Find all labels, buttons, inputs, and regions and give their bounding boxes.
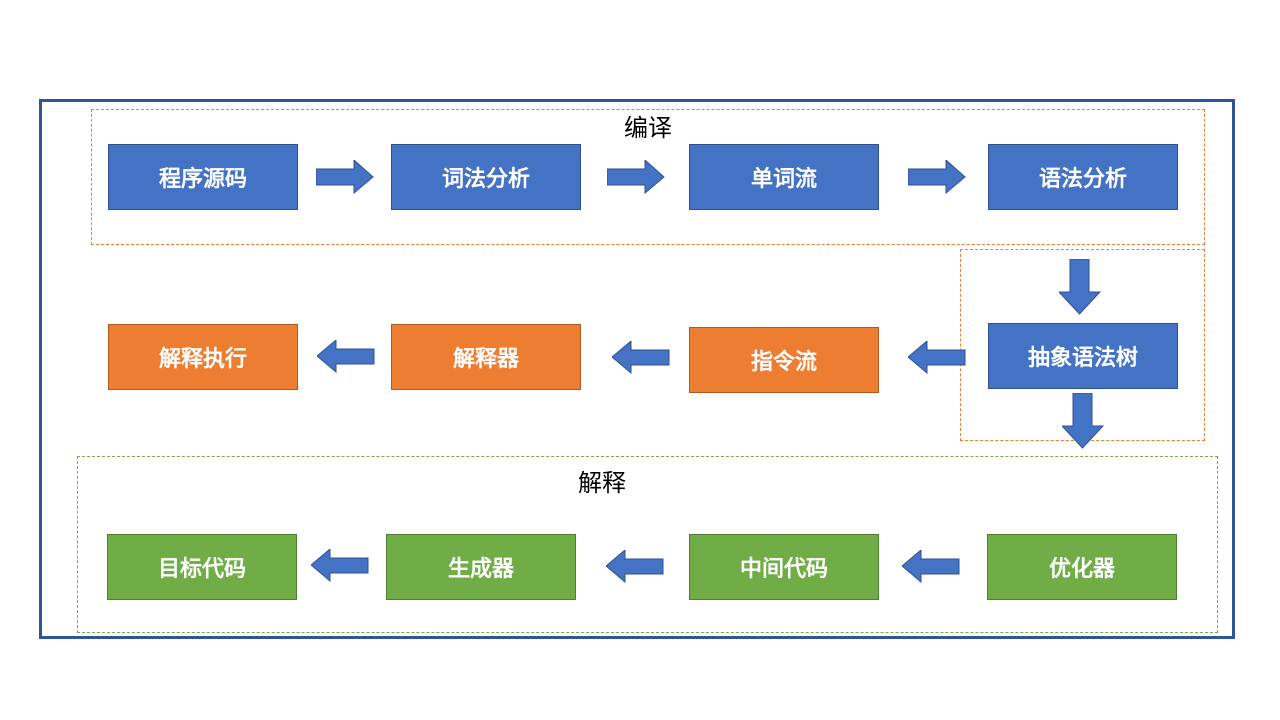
arrow-right-icon [607, 160, 665, 194]
arrow-right-icon [908, 160, 966, 194]
arrow-left-icon [908, 341, 966, 374]
node-interpret-execute: 解释执行 [108, 324, 298, 390]
node-ast: 抽象语法树 [988, 323, 1178, 389]
arrow-down-icon [1059, 259, 1101, 315]
arrow-left-icon [311, 549, 369, 582]
interpret-region [77, 456, 1218, 633]
node-instruction-stream: 指令流 [689, 327, 879, 393]
node-interpreter: 解释器 [391, 324, 581, 390]
arrow-left-icon [902, 550, 960, 583]
node-source-code: 程序源码 [108, 144, 298, 210]
arrow-left-icon [612, 341, 670, 374]
arrow-left-icon [606, 550, 664, 583]
arrow-left-icon [317, 340, 375, 373]
node-intermediate-code: 中间代码 [689, 534, 879, 600]
node-lexical-analysis: 词法分析 [391, 144, 581, 210]
diagram-frame [39, 99, 1235, 639]
node-generator: 生成器 [386, 534, 576, 600]
compile-region [91, 109, 1205, 245]
arrow-right-icon [316, 160, 374, 194]
arrow-down-icon [1062, 393, 1104, 449]
node-token-stream: 单词流 [689, 144, 879, 210]
node-syntax-analysis: 语法分析 [988, 144, 1178, 210]
node-target-code: 目标代码 [107, 534, 297, 600]
node-optimizer: 优化器 [987, 534, 1177, 600]
interpret-region-label: 解释 [578, 469, 626, 497]
compile-region-label: 编译 [624, 114, 672, 142]
